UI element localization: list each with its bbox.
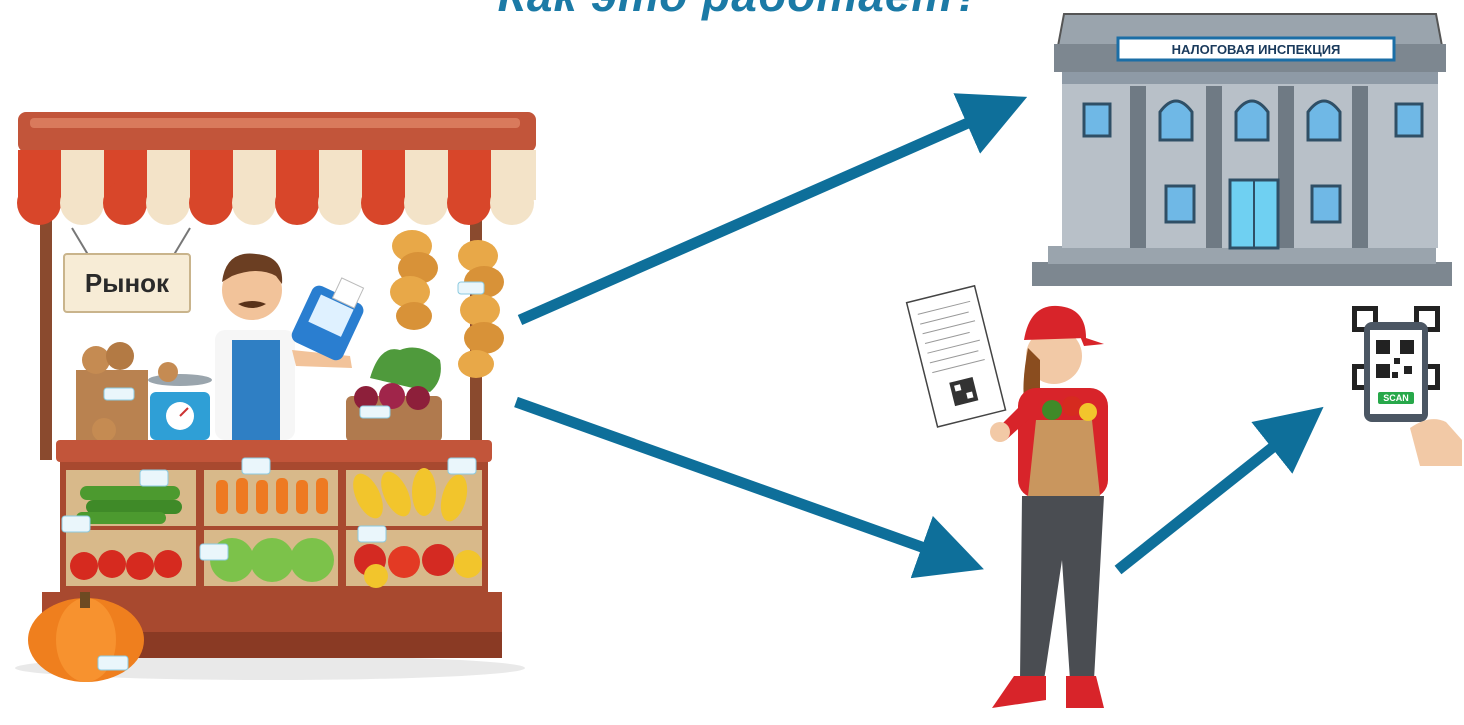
phone-qr-scan-illustration: SCAN xyxy=(1352,306,1462,466)
tax-office-building: НАЛОГОВАЯ ИНСПЕКЦИЯ xyxy=(1032,14,1452,286)
arrow-market-to-customer xyxy=(516,402,958,560)
receipt xyxy=(907,286,1006,427)
customer-figure xyxy=(907,286,1108,708)
scan-button-label: SCAN xyxy=(1383,393,1409,403)
tax-office-sign-label: НАЛОГОВАЯ ИНСПЕКЦИЯ xyxy=(1172,42,1341,57)
arrow-customer-to-qr-scan xyxy=(1118,424,1302,570)
market-sign-label: Рынок xyxy=(85,268,170,298)
seller-figure xyxy=(215,254,366,440)
weighing-scale xyxy=(148,362,212,440)
arrow-market-to-tax-office xyxy=(520,108,1002,320)
beet-basket xyxy=(346,348,442,442)
market-stall-illustration: Рынок xyxy=(15,112,536,682)
potato-bag xyxy=(76,342,148,442)
awning-stripes xyxy=(17,150,536,225)
produce-bins xyxy=(62,458,482,588)
